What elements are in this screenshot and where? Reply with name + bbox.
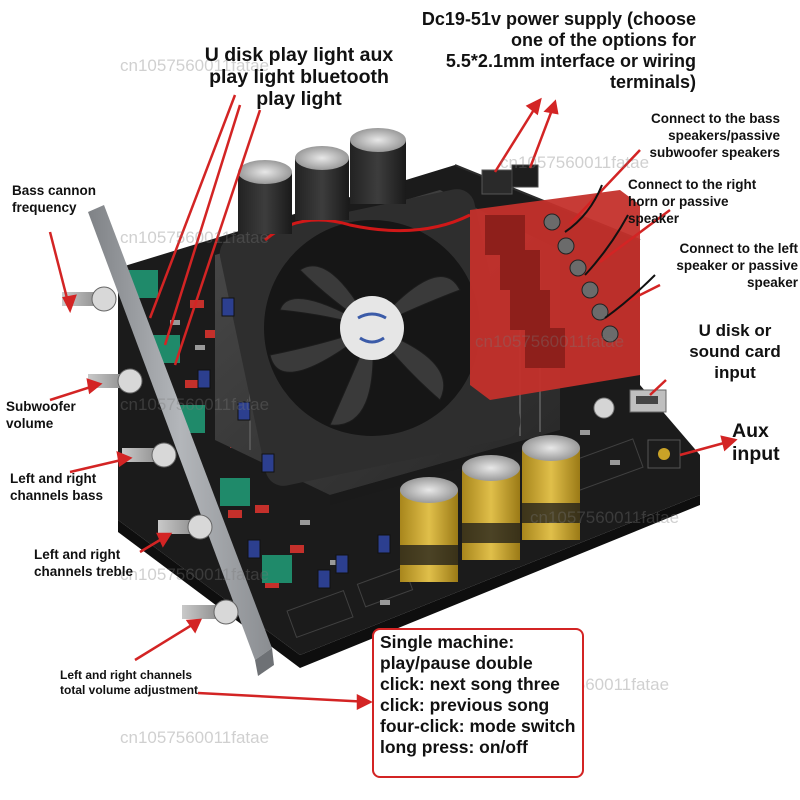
label-subwoofer-volume: Subwoofer volume: [6, 399, 76, 431]
label-usb-play-light: U disk play light aux play light bluetoo…: [204, 44, 394, 110]
watermark: cn1057560011fatae: [500, 153, 650, 172]
watermark: cn1057560011fatae: [120, 565, 270, 584]
label-right-horn: Connect to the right horn or passive spe…: [628, 177, 757, 226]
cooling-fan: [219, 189, 521, 486]
label-power-supply: Dc19-51v power supply (choose one of the…: [421, 9, 696, 92]
io-ports: [593, 389, 681, 469]
label-lr-total-volume: Left and right channels total volume adj…: [60, 668, 199, 697]
label-left-speaker: Connect to the left speaker or passive s…: [676, 241, 798, 290]
annotation-arrows: [48, 94, 738, 711]
watermark: cn1057560011fatae: [120, 228, 270, 247]
label-lr-treble: Left and right channels treble: [34, 547, 134, 579]
controls-info-text: Single machine: play/pause double click:…: [380, 632, 576, 757]
small-capacitors: [197, 297, 391, 589]
watermark: cn1057560011fatae: [475, 332, 625, 351]
controls-info-box: Single machine: play/pause double click:…: [372, 628, 584, 778]
label-lr-bass: Left and right channels bass: [10, 471, 104, 503]
watermark: cn1057560011fatae: [530, 508, 680, 527]
annotation-leader-lines: [564, 184, 656, 319]
label-usb-sound-card: U disk or sound card input: [689, 321, 781, 382]
label-bass-cannon-frequency: Bass cannon frequency: [12, 183, 97, 215]
top-capacitors: [238, 128, 406, 234]
front-panel: [88, 205, 274, 676]
bottom-capacitors: [400, 435, 580, 582]
label-aux-input: Aux input: [732, 420, 780, 465]
speaker-terminals: [470, 164, 640, 400]
watermark: cn1057560011fatae: [120, 56, 270, 75]
label-bass-speakers: Connect to the bass speakers/passive sub…: [649, 111, 780, 160]
watermark: cn1057560011fatae: [120, 395, 270, 414]
watermark: cn1057560011fatae: [120, 728, 270, 747]
